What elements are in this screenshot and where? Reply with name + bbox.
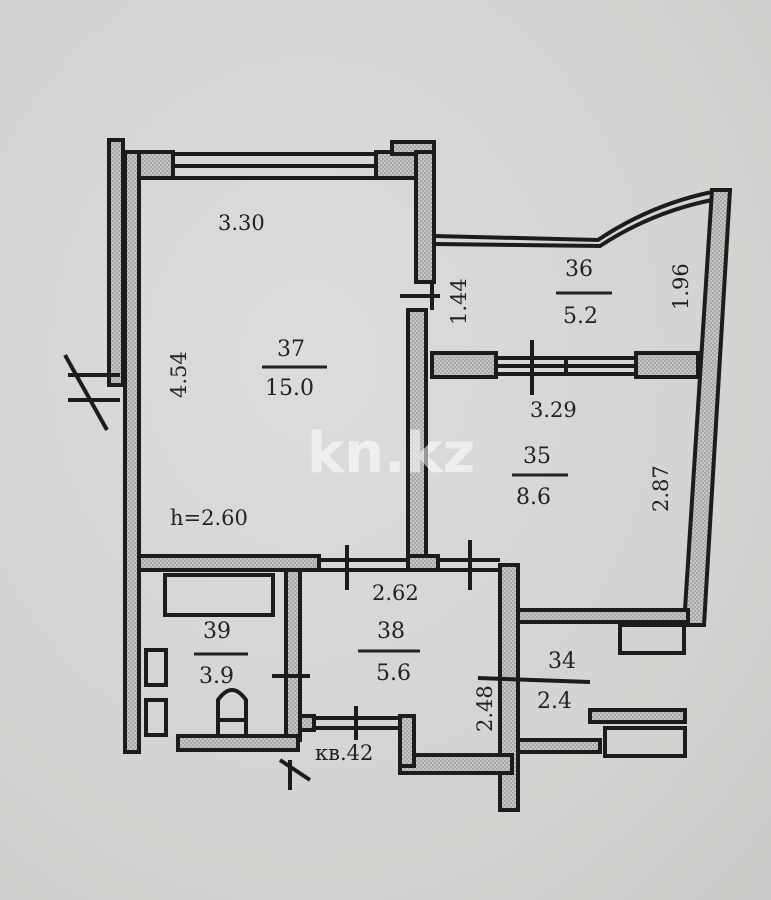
wall-hall-top-mid bbox=[406, 554, 440, 572]
room-38-area: 5.6 bbox=[376, 661, 411, 686]
dim-kitchen-width: 3.29 bbox=[530, 398, 577, 422]
wall-hall-right bbox=[498, 563, 520, 812]
room-37-id: 37 bbox=[277, 337, 305, 362]
watermark: kn.kz bbox=[307, 421, 475, 486]
wall-left bbox=[123, 150, 141, 754]
room-35-area: 8.6 bbox=[516, 485, 551, 510]
wall-loggia-right bbox=[634, 351, 700, 379]
wall-entry-left bbox=[298, 714, 316, 732]
wall-loggia-left bbox=[430, 351, 498, 379]
room-34-label: 34 2.4 bbox=[537, 649, 576, 714]
wall-living-bottom bbox=[137, 554, 321, 572]
wall-right-outer bbox=[681, 188, 733, 627]
wall-living-right bbox=[414, 150, 436, 284]
room-39-area: 3.9 bbox=[199, 664, 234, 689]
wall-storage-bottom bbox=[516, 738, 602, 754]
dim-kitchen-length: 2.87 bbox=[649, 465, 673, 512]
dim-living-width: 3.30 bbox=[218, 211, 265, 235]
room-37-area: 15.0 bbox=[265, 376, 314, 401]
room-38-label: 38 5.6 bbox=[358, 619, 420, 686]
wall-lines bbox=[144, 152, 713, 758]
ceiling-height: h=2.60 bbox=[170, 506, 248, 530]
room-39-id: 39 bbox=[203, 619, 231, 644]
dim-loggia-depth: 1.44 bbox=[447, 278, 471, 325]
room-37-label: 37 15.0 bbox=[262, 337, 327, 401]
room-39-label: 39 3.9 bbox=[194, 619, 248, 689]
dim-loggia-length: 1.96 bbox=[669, 263, 693, 310]
wall-top-left bbox=[137, 150, 175, 180]
room-36-label: 36 5.2 bbox=[556, 257, 612, 329]
room-38-id: 38 bbox=[377, 619, 405, 644]
room-34-area: 2.4 bbox=[537, 689, 572, 714]
wall-bath-right bbox=[284, 568, 302, 742]
door-marks bbox=[63, 294, 591, 790]
wall-hall-bottom bbox=[398, 753, 514, 775]
dim-hallway-width: 2.62 bbox=[372, 581, 419, 605]
wall-hall-entry-right bbox=[398, 714, 416, 768]
room-34-id: 34 bbox=[548, 649, 576, 674]
wall-bath-bottom bbox=[176, 734, 300, 752]
room-35-id: 35 bbox=[523, 444, 551, 469]
dim-living-length: 4.54 bbox=[167, 351, 191, 398]
wall-left-outer bbox=[107, 138, 125, 387]
room-35-label: 35 8.6 bbox=[512, 444, 568, 510]
dim-hallway-length: 2.48 bbox=[473, 685, 497, 732]
room-36-id: 36 bbox=[565, 257, 593, 282]
apartment-label: кв.42 bbox=[315, 741, 373, 765]
wall-storage-bottom-right bbox=[588, 708, 687, 724]
room-36-area: 5.2 bbox=[563, 304, 598, 329]
